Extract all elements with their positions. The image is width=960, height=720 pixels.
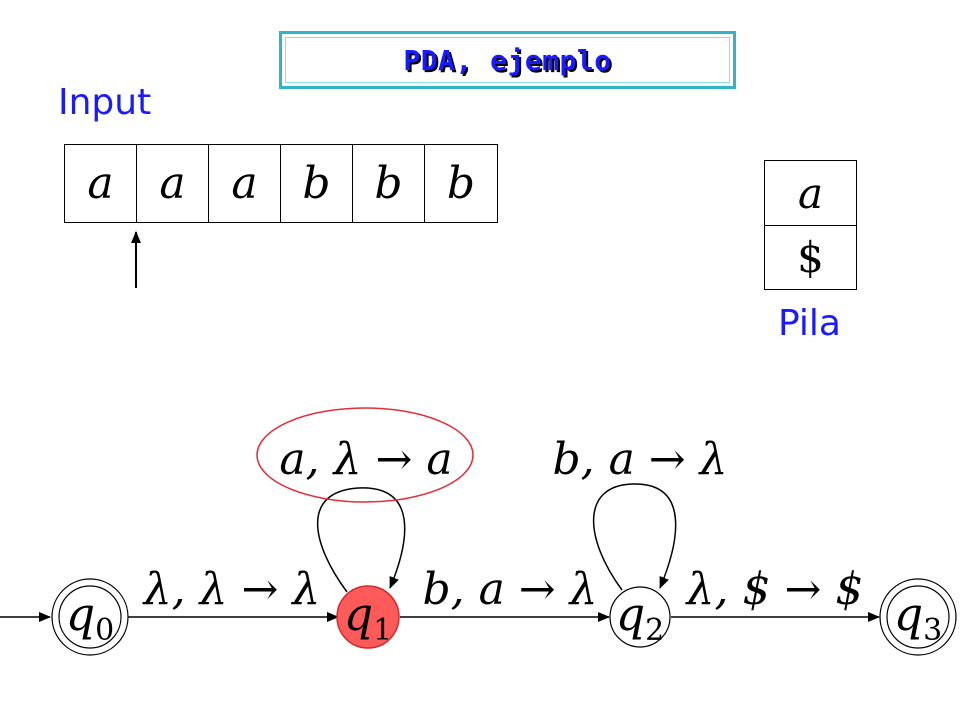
state-q2-label: q2: [616, 587, 665, 648]
state-q0: q0: [51, 578, 129, 656]
transition-label-q0-q1: λ, λ → λ: [142, 564, 320, 615]
tape-cell: b: [281, 145, 353, 222]
tape-cell: b: [353, 145, 425, 222]
stack-label: Pila: [778, 303, 841, 344]
state-q1-label: q1: [344, 587, 393, 648]
state-q3-label: q3: [894, 587, 943, 648]
input-tape: a a a b b b: [64, 144, 498, 223]
tape-cell: a: [137, 145, 209, 222]
title-box: PDA, ejemplo: [279, 31, 736, 89]
state-q2: q2: [609, 586, 671, 648]
stack-cell-top: a: [797, 168, 824, 218]
state-q0-label: q0: [66, 587, 115, 648]
page-title: PDA, ejemplo: [403, 43, 612, 77]
input-label: Input: [58, 82, 152, 123]
highlight-ellipse: [256, 407, 474, 503]
transition-label-q2-loop: b, a → λ: [552, 434, 727, 485]
transition-label-q1-loop: a, λ → a: [279, 434, 452, 485]
loop-q2: [592, 483, 677, 591]
stack-cell-bottom: $: [765, 225, 856, 289]
loop-q1: [316, 487, 406, 593]
tape-cell: a: [209, 145, 281, 222]
state-q1: q1: [336, 585, 400, 649]
transition-label-q2-q3: λ, $ → $: [685, 564, 864, 615]
tape-cell: a: [65, 145, 137, 222]
tape-cell: b: [446, 158, 476, 209]
state-q3: q3: [879, 578, 957, 656]
stack: a $: [764, 160, 857, 290]
transition-label-q1-q2: b, a → λ: [422, 564, 597, 615]
